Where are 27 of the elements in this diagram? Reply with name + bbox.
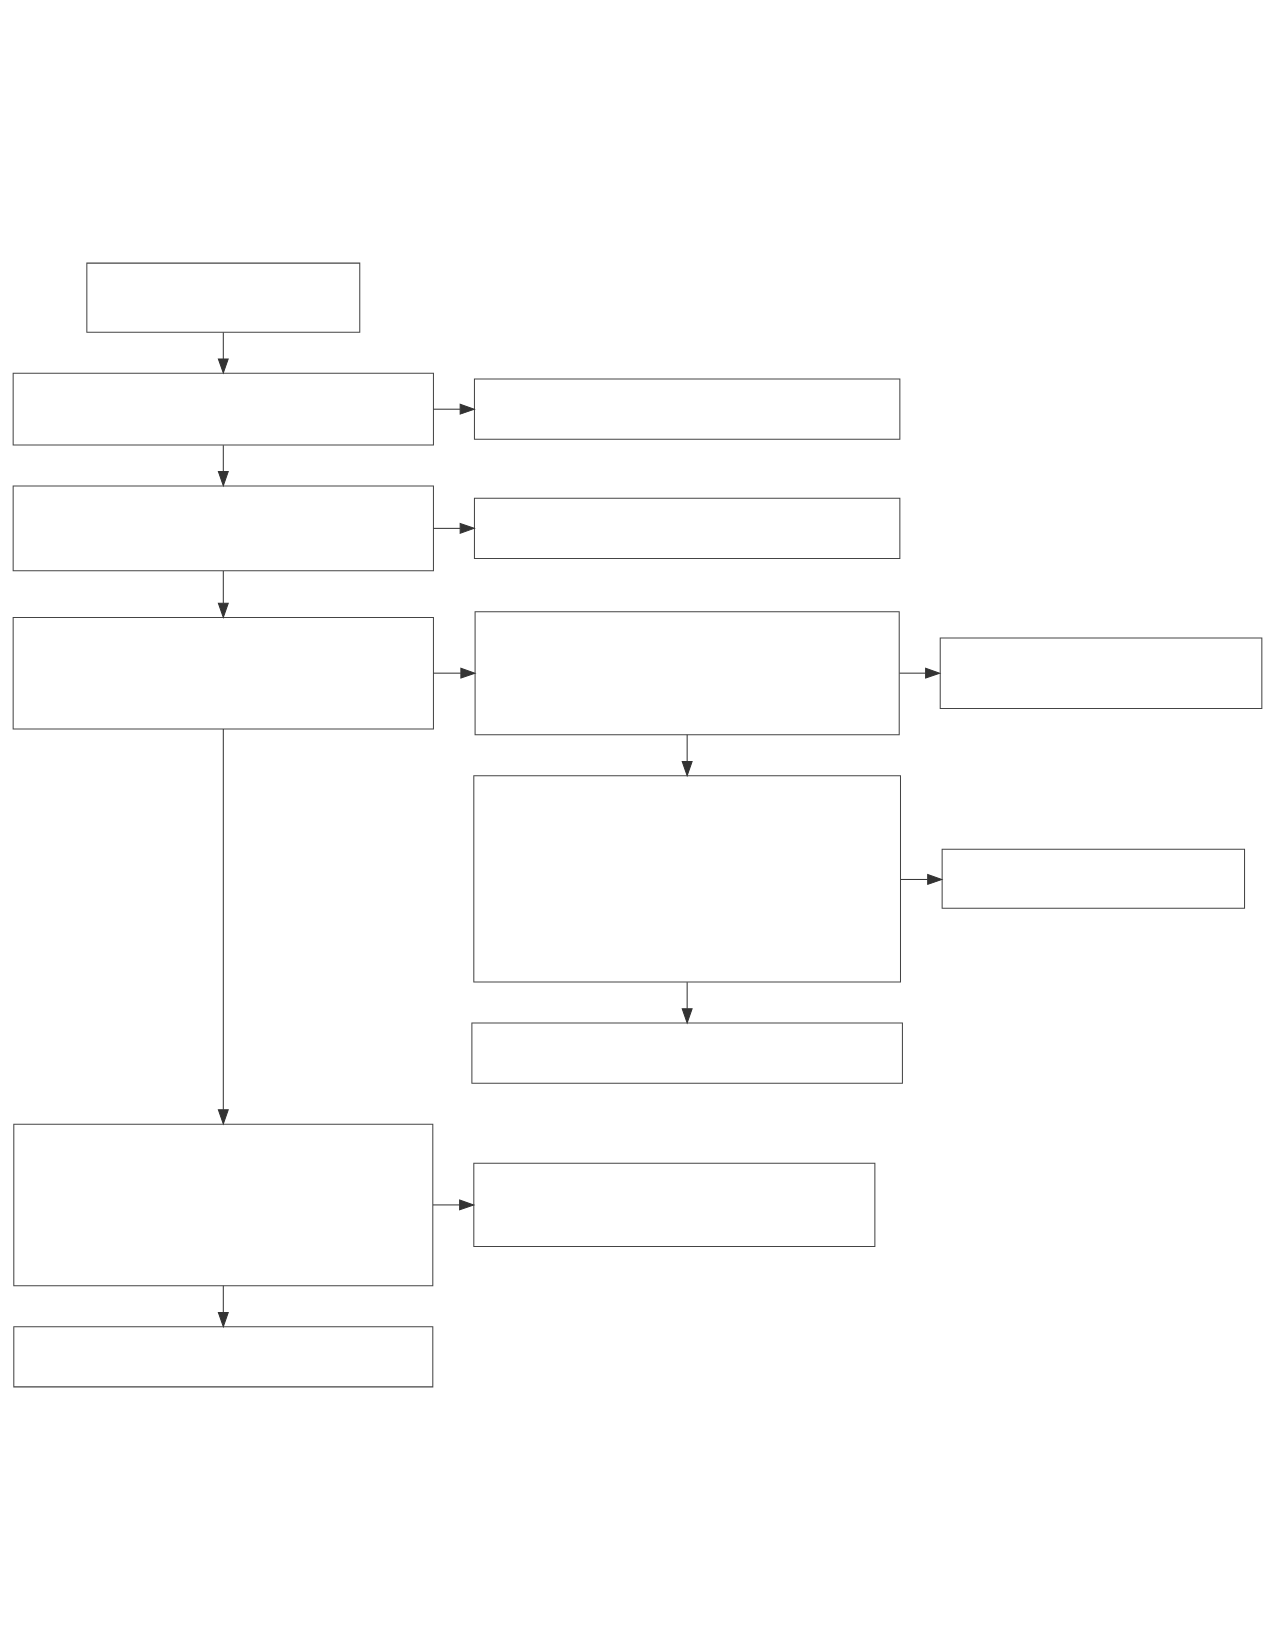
node-box xyxy=(471,1022,903,1084)
node-box xyxy=(12,616,434,730)
node-box xyxy=(13,1123,434,1287)
arrow xyxy=(433,667,477,679)
arrow xyxy=(217,1285,229,1329)
node-box xyxy=(13,1326,434,1388)
arrow xyxy=(217,444,229,488)
arrow xyxy=(217,570,229,619)
arrow xyxy=(217,728,229,1126)
node-box xyxy=(12,485,434,572)
arrow xyxy=(433,522,476,535)
node-box xyxy=(939,637,1263,709)
node-box xyxy=(473,775,901,983)
node-box xyxy=(941,848,1246,909)
node-box xyxy=(473,497,901,559)
arrow xyxy=(433,403,476,415)
node-box xyxy=(473,1162,876,1248)
node-box xyxy=(473,378,901,440)
node-box xyxy=(12,372,434,446)
arrow xyxy=(432,1199,476,1211)
arrow xyxy=(681,734,693,778)
node-box xyxy=(86,262,361,333)
arrow xyxy=(217,331,229,375)
arrow xyxy=(681,981,693,1025)
node-box xyxy=(474,611,900,736)
arrow xyxy=(899,667,942,679)
arrow xyxy=(900,873,944,886)
